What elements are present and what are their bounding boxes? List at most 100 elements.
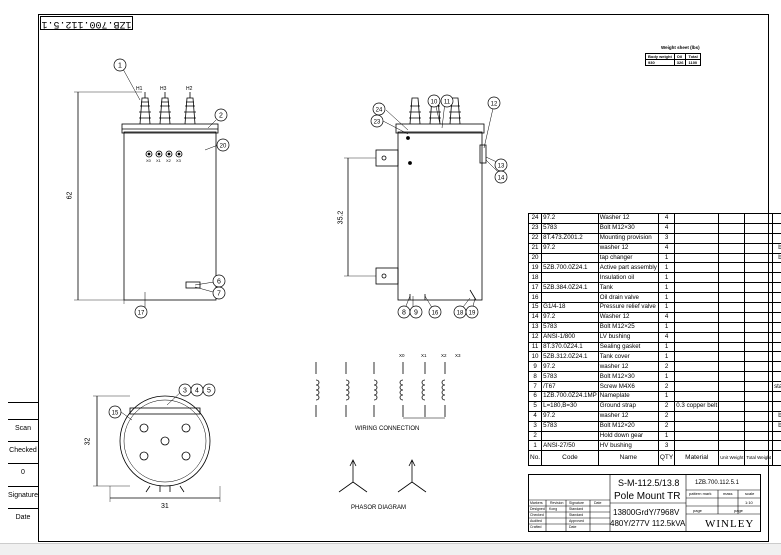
bom-header-cell: Code <box>542 451 599 466</box>
title-page2: page <box>734 508 743 513</box>
bom-cell: L=180,B=30 <box>542 401 599 411</box>
balloon-text: 2 <box>219 113 223 120</box>
bom-cell <box>719 332 745 342</box>
bom-cell: galvenized <box>773 372 781 382</box>
bom-cell: 1 <box>658 273 674 283</box>
balloon-14: 14 <box>494 170 508 189</box>
bom-cell <box>773 342 781 352</box>
bom-cell <box>719 273 745 283</box>
bom-cell: washer 12 <box>598 362 658 372</box>
balloon-2: 2 <box>214 108 228 124</box>
balloon-text: 4 <box>195 388 199 395</box>
bom-cell: 97.2 <box>542 411 599 421</box>
bom-cell <box>719 411 745 421</box>
terminal-label-x1: X1 <box>156 158 161 163</box>
company-name: WINLEY <box>705 518 754 530</box>
bom-cell: 8 <box>529 372 542 382</box>
bom-cell: 5783 <box>542 223 599 233</box>
phasor-wye-lv <box>398 460 426 492</box>
hanger-bracket-bottom <box>376 268 398 284</box>
bom-cell <box>675 214 719 224</box>
bom-cell: black coated <box>773 411 781 421</box>
bom-header-cell: Unit Weight <box>719 451 745 466</box>
bom-cell <box>719 401 745 411</box>
bom-cell <box>719 283 745 293</box>
bom-cell: 97.2 <box>542 362 599 372</box>
balloon-text: 1 <box>118 63 122 70</box>
bom-cell <box>745 411 773 421</box>
bom-cell <box>745 312 773 322</box>
bom-cell: 22 <box>529 233 542 243</box>
bom-cell <box>773 392 781 402</box>
top-bracket <box>130 408 200 414</box>
bom-cell <box>773 273 781 283</box>
hv-bushing-icon <box>139 92 151 124</box>
bom-cell <box>719 362 745 372</box>
bom-cell: 2 <box>529 431 542 441</box>
bom-cell: 11 <box>529 342 542 352</box>
bom-cell: 1 <box>658 322 674 332</box>
balloon-text: 7 <box>217 291 221 298</box>
bom-cell: Washer 12 <box>598 214 658 224</box>
bom-cell: 24 <box>529 214 542 224</box>
bom-cell <box>719 253 745 263</box>
bom-cell <box>675 273 719 283</box>
bom-cell: stainless steel <box>773 382 781 392</box>
balloon-text: 5 <box>207 388 211 395</box>
hv-bushing-icon <box>159 92 171 124</box>
bom-cell <box>719 293 745 303</box>
bom-cell <box>745 273 773 283</box>
side-bushing-icon <box>409 98 421 124</box>
lv-side-terminal-icon <box>480 145 486 163</box>
bom-cell <box>745 322 773 332</box>
bom-cell: 1 <box>658 283 674 293</box>
bom-cell: 3 <box>529 421 542 431</box>
bom-cell <box>675 283 719 293</box>
bom-cell: 1 <box>658 431 674 441</box>
bom-cell <box>675 352 719 362</box>
bom-cell: Tank cover <box>598 352 658 362</box>
top-bushing-icon <box>140 452 148 460</box>
bom-cell: 8T.473.Z001.2 <box>542 233 599 243</box>
bom-cell: washer 12 <box>598 411 658 421</box>
bom-cell: 1 <box>658 342 674 352</box>
bom-cell: 1 <box>658 392 674 402</box>
balloon-text: 15 <box>112 411 119 417</box>
title-model: S-M-112.5/13.8 <box>618 478 679 488</box>
wiring-terminal-x2: X2 <box>441 353 447 358</box>
bom-cell: 21 <box>529 243 542 253</box>
bom-cell: 15 <box>529 303 542 313</box>
bom-cell: HV bushing <box>598 441 658 451</box>
bom-cell: galvenized <box>773 214 781 224</box>
bom-cell: Washer 12 <box>598 312 658 322</box>
balloon-text: 11 <box>444 100 451 106</box>
bom-cell: 1 <box>658 263 674 273</box>
phasor-caption: PHASOR DIAGRAM <box>351 505 406 511</box>
top-bushing-icon <box>140 424 148 432</box>
bom-cell: Mounting provision <box>598 233 658 243</box>
balloon-text: 19 <box>469 311 476 317</box>
bom-cell <box>675 411 719 421</box>
bom-cell: 5ZB.384.0Z24.1 <box>542 283 599 293</box>
bom-cell: 7 <box>529 382 542 392</box>
bom-cell: 5783 <box>542 322 599 332</box>
bom-cell: Ground strap <box>598 401 658 411</box>
bom-cell: Active part assembly <box>598 263 658 273</box>
bom-cell <box>719 233 745 243</box>
terminal-label-x0: X0 <box>146 158 151 163</box>
balloon-11: 11 <box>440 94 454 113</box>
bom-cell <box>675 431 719 441</box>
bom-cell: 12 <box>529 332 542 342</box>
bom-cell <box>773 352 781 362</box>
top-tank-outline <box>120 396 210 486</box>
bom-cell <box>719 223 745 233</box>
bom-cell: Bolt M12×20 <box>598 421 658 431</box>
balloon-7: 7 <box>212 286 226 302</box>
bom-cell: 18 <box>529 273 542 283</box>
